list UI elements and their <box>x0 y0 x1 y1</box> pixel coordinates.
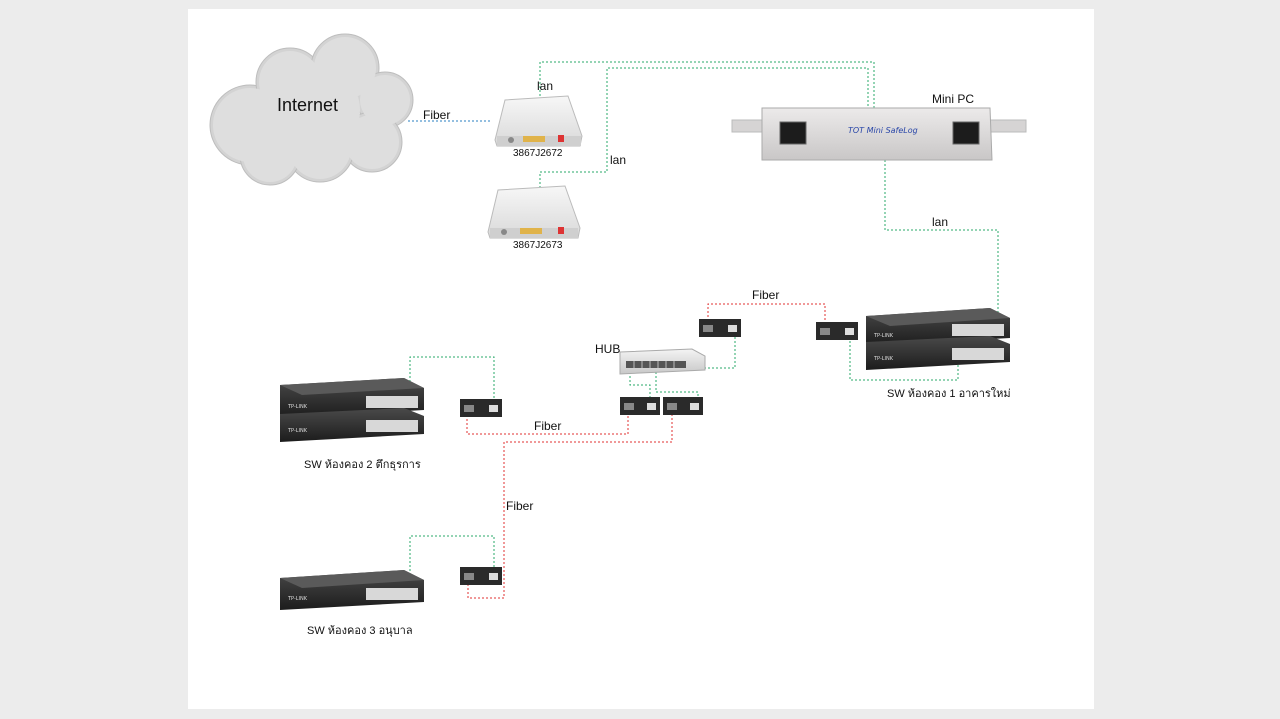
minipc-brand: TOT Mini SafeLog <box>848 126 918 135</box>
fiber-low-label: Fiber <box>506 499 533 513</box>
switch-2-unit-top: TP-LINK <box>280 378 424 418</box>
media-converter-sw2 <box>460 399 502 417</box>
minipc-label: Mini PC <box>932 92 974 106</box>
onu1-label: 3867J2672 <box>513 148 563 159</box>
switch-3: TP-LINK <box>280 570 424 610</box>
lan-minipc-label: lan <box>932 215 948 229</box>
lan-top-label: lan <box>537 79 553 93</box>
media-converter-hub-left <box>620 397 660 415</box>
connection-lines <box>408 61 999 599</box>
svg-text:TP-LINK: TP-LINK <box>873 356 894 362</box>
sw1-label: SW ห้องคอง 1 อาคารใหม่ <box>887 387 1011 400</box>
onu-device-1 <box>494 95 583 147</box>
mid-fiber-link <box>466 413 629 435</box>
sw3-lan-link <box>409 535 495 575</box>
sw1-lan-link <box>849 334 959 381</box>
svg-text:TP-LINK: TP-LINK <box>287 404 308 410</box>
top-fiber-link <box>707 303 826 333</box>
switch-1: TP-LINK TP-LINK <box>866 308 1010 370</box>
minipc-lan-link <box>884 160 999 320</box>
media-converter-sw3 <box>460 567 502 585</box>
internet-label: Internet <box>277 95 338 115</box>
hub-device <box>619 348 706 375</box>
onu2-label: 3867J2673 <box>513 240 563 251</box>
switch-1-unit-top: TP-LINK <box>866 308 1010 346</box>
hub-label: HUB <box>595 342 620 356</box>
mini-pc: TOT Mini SafeLog <box>731 107 1027 161</box>
internet-cloud: Internet <box>209 33 414 186</box>
lan-mid-label: lan <box>610 153 626 167</box>
low-fiber-link <box>467 414 673 599</box>
svg-text:TP-LINK: TP-LINK <box>287 428 308 434</box>
onu1-lan-link <box>539 61 875 132</box>
media-converter-top-right <box>816 322 858 340</box>
fiber-top-label: Fiber <box>752 288 779 302</box>
fiber-internet-label: Fiber <box>423 108 450 122</box>
switch-2-unit-bottom: TP-LINK <box>280 408 424 442</box>
svg-text:TP-LINK: TP-LINK <box>287 596 308 602</box>
sw3-label: SW ห้องคอง 3 อนุบาล <box>307 625 413 637</box>
svg-text:TP-LINK: TP-LINK <box>873 333 894 339</box>
sw2-label: SW ห้องคอง 2 ตึกธุรการ <box>304 459 421 471</box>
onu-device-2 <box>487 185 581 239</box>
sw2-lan-link <box>409 356 495 402</box>
fiber-mid-label: Fiber <box>534 419 561 433</box>
hub-conv-lan-link-b <box>655 372 699 402</box>
media-converter-hub-right <box>663 397 703 415</box>
switch-2: TP-LINK TP-LINK <box>280 378 424 442</box>
switch-1-unit-bottom: TP-LINK <box>866 336 1010 370</box>
hub-conv-lan-link-a <box>629 372 651 402</box>
media-converter-top-left <box>699 319 741 337</box>
